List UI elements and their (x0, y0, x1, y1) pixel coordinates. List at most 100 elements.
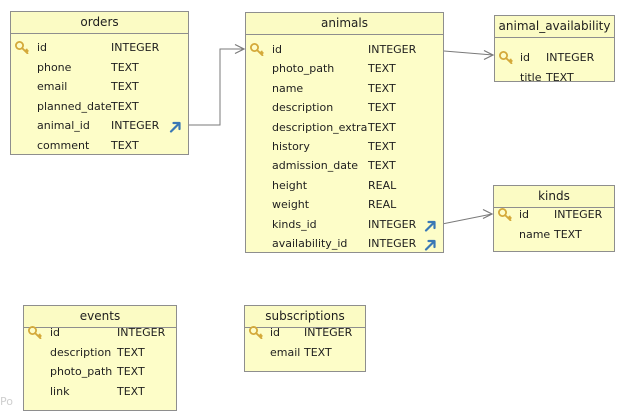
key-icon (499, 51, 513, 65)
column-name: animal_id (37, 119, 90, 132)
foreign-key-arrow-icon (424, 219, 436, 232)
column-type: TEXT (546, 70, 574, 84)
column-type: REAL (368, 198, 397, 212)
relation-animals-availability (443, 50, 494, 56)
column-row[interactable]: id INTEGER (494, 205, 616, 224)
foreign-key-arrow-icon (424, 238, 436, 251)
column-name: history (272, 140, 310, 153)
key-icon (250, 43, 264, 57)
column-name: description_extra (272, 120, 368, 134)
column-name: kinds_id (272, 217, 317, 231)
column-type: INTEGER (111, 41, 160, 54)
column-row[interactable]: height REAL (246, 176, 445, 195)
column-name: id (520, 51, 531, 64)
column-name: title (520, 70, 542, 84)
table-title: events (24, 306, 176, 328)
column-name: photo_path (272, 62, 335, 76)
column-type: INTEGER (117, 326, 166, 339)
column-name: admission_date (272, 159, 359, 173)
column-row[interactable]: kinds_id INTEGER (246, 215, 445, 234)
column-row[interactable]: photo_path TEXT (24, 362, 178, 381)
column-row[interactable]: description TEXT (24, 343, 178, 362)
column-type: TEXT (368, 62, 396, 76)
column-type: TEXT (368, 140, 396, 153)
table-title: animal_availability (495, 16, 614, 38)
column-type: INTEGER (304, 326, 353, 339)
column-row[interactable]: weight REAL (246, 195, 445, 214)
column-name: photo_path (50, 365, 113, 378)
column-row[interactable]: photo_path TEXT (246, 59, 445, 78)
table-title: kinds (494, 186, 614, 208)
key-icon (498, 208, 512, 222)
relation-orders-animals (189, 48, 244, 126)
column-type: TEXT (117, 365, 145, 378)
arrowhead-icon (482, 208, 494, 220)
column-name: email (270, 345, 301, 359)
column-type: TEXT (368, 101, 396, 115)
column-name: weight (272, 198, 310, 212)
key-icon (28, 326, 42, 340)
column-type: INTEGER (546, 51, 595, 64)
column-type: TEXT (368, 159, 396, 173)
column-type: TEXT (368, 81, 396, 95)
column-row[interactable]: description TEXT (246, 98, 445, 117)
column-name: id (270, 326, 281, 339)
column-type: TEXT (111, 138, 139, 152)
arrowhead-icon (234, 43, 246, 55)
table-title: orders (11, 12, 188, 34)
column-type: TEXT (111, 99, 139, 113)
foreign-key-arrow-icon (169, 120, 181, 133)
column-row[interactable]: id INTEGER (245, 323, 367, 342)
column-name: phone (37, 60, 72, 74)
column-name: height (272, 178, 308, 192)
column-name: description (50, 345, 112, 359)
column-row[interactable]: id INTEGER (495, 48, 616, 67)
column-name: link (50, 384, 70, 398)
column-row[interactable]: comment TEXT (11, 136, 190, 155)
column-name: comment (37, 138, 90, 152)
column-row[interactable]: history TEXT (246, 137, 445, 156)
arrowhead-icon (483, 49, 495, 61)
column-row[interactable]: id INTEGER (11, 38, 190, 57)
column-row[interactable]: title TEXT (495, 68, 616, 87)
column-name: id (50, 326, 61, 339)
relation-animals-kinds (443, 213, 493, 225)
column-type: TEXT (117, 384, 145, 398)
column-name: availability_id (272, 237, 348, 250)
column-type: INTEGER (368, 217, 417, 231)
column-row[interactable]: phone TEXT (11, 58, 190, 77)
key-icon (15, 41, 29, 55)
key-icon (249, 326, 263, 340)
column-type: TEXT (111, 80, 139, 93)
column-type: TEXT (304, 345, 332, 359)
column-row[interactable]: id INTEGER (24, 323, 178, 342)
column-type: REAL (368, 178, 397, 192)
column-type: TEXT (111, 60, 139, 74)
column-type: INTEGER (554, 208, 603, 221)
column-name: planned_date (37, 99, 112, 113)
column-name: description (272, 101, 334, 115)
column-name: id (37, 41, 48, 54)
column-name: name (519, 228, 551, 241)
column-type: TEXT (117, 345, 145, 359)
table-title: subscriptions (245, 306, 365, 328)
column-row[interactable]: link TEXT (24, 382, 178, 401)
table-title: animals (246, 13, 443, 35)
column-row[interactable]: admission_date TEXT (246, 156, 445, 175)
column-name: id (519, 208, 530, 221)
